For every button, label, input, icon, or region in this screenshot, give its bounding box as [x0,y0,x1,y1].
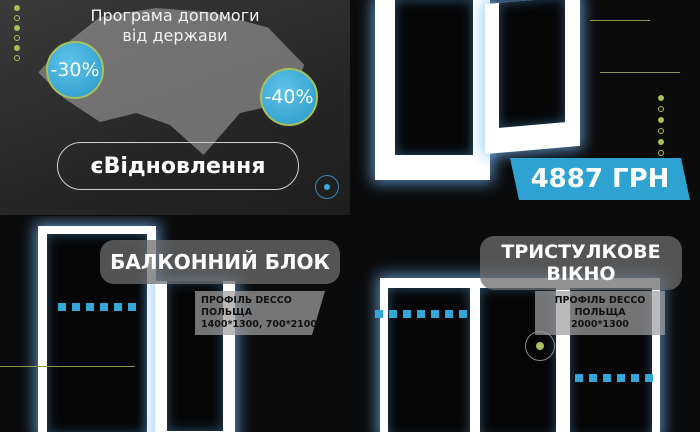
price-badge: 4887 ГРН [510,158,690,200]
program-name-pill: єВідновлення [57,142,299,190]
dots-decoration [14,5,20,61]
triple-window-panel: ТРИСТУЛКОВЕ ВІКНО ПРОФІЛЬ DECCO ПОЛЬЩА 2… [350,216,700,432]
blue-squares-decoration [375,303,473,322]
discount-badge-30: -30% [46,41,104,99]
blue-squares-decoration [58,296,142,315]
government-program-panel: Програма допомоги від держави -30% -40% … [0,0,350,215]
triple-window-title: ТРИСТУЛКОВЕ ВІКНО [480,236,682,290]
discount-badge-40: -40% [260,68,318,126]
balcony-spec: ПРОФІЛЬ DECCO ПОЛЬЩА 1400*1300, 700*2100 [195,291,325,335]
triple-window-spec: ПРОФІЛЬ DECCO ПОЛЬЩА 2000*1300 [535,291,665,335]
dots-decoration [658,95,664,156]
blue-squares-decoration [575,367,659,386]
window-frame-left [375,0,490,180]
balcony-title: БАЛКОННИЙ БЛОК [100,240,340,284]
balcony-block-panel: БАЛКОННИЙ БЛОК ПРОФІЛЬ DECCO ПОЛЬЩА 1400… [0,216,350,432]
window-sash-tilted [485,0,580,155]
target-icon [525,331,555,361]
program-title: Програма допомоги від держави [90,6,260,45]
target-icon [315,175,339,199]
tilt-window-panel [350,0,700,215]
